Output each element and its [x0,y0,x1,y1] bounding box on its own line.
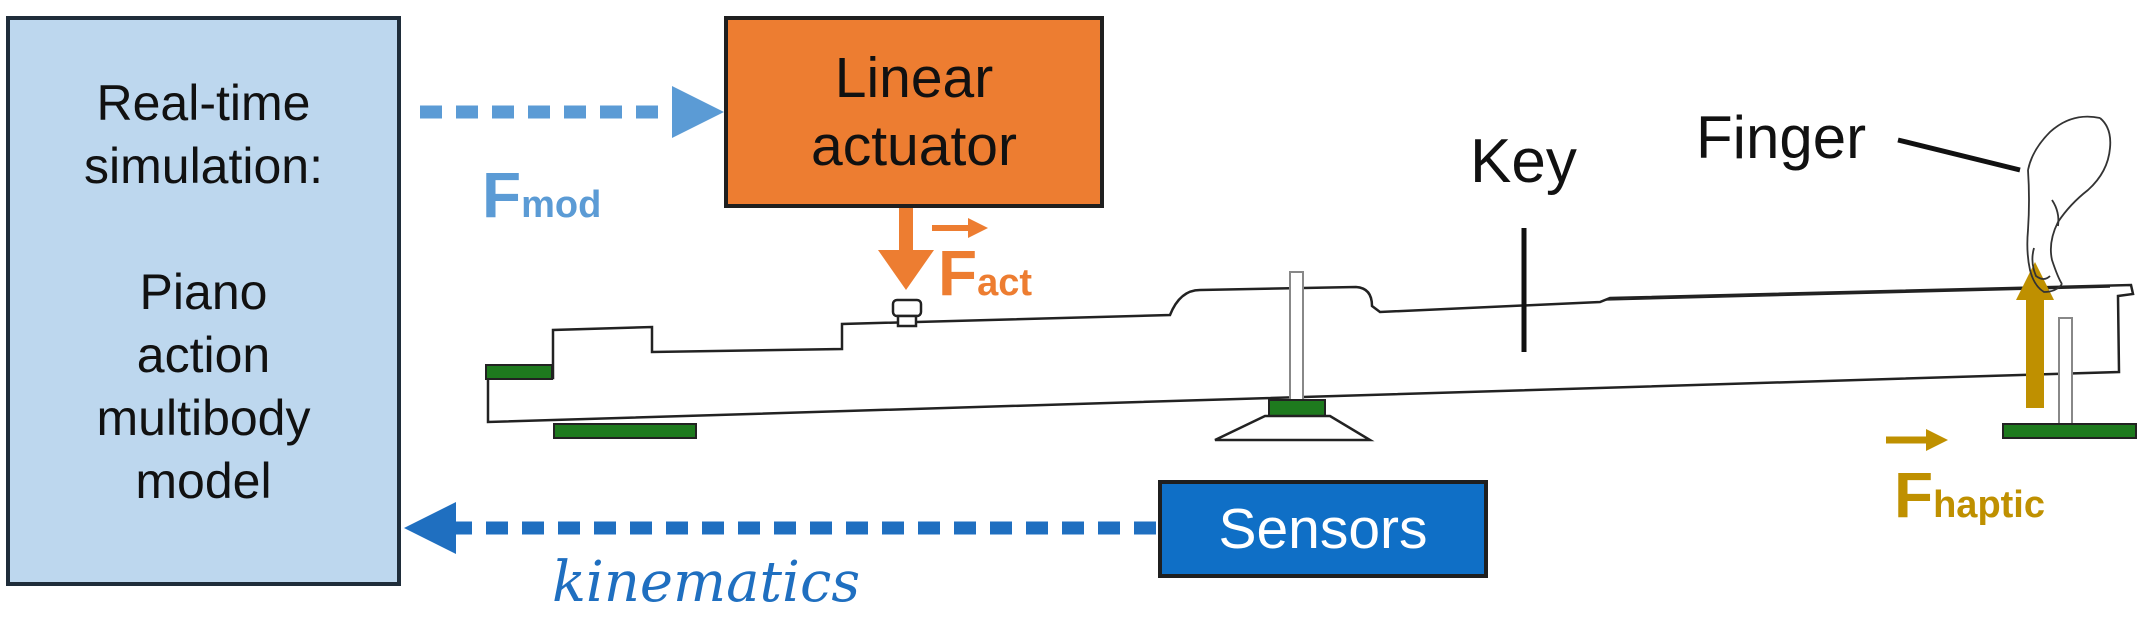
simulation-body: Piano action multibody model [97,261,311,513]
kinematics-label: kinematics [552,550,861,615]
simulation-line: multibody [96,390,311,446]
f-act-main: F [938,237,978,309]
balance-pin [1289,271,1304,403]
back-felt-top [485,364,553,380]
balance-felt [1268,399,1326,417]
finger-pointer-line [1897,137,2021,173]
f-haptic-main: F [1894,459,1934,531]
balance-rail [1214,414,1375,442]
f-act-vector-arrow [932,218,988,238]
f-mod-main: F [482,159,522,231]
finger-icon [2026,115,2112,293]
sensors-box: Sensors [1158,480,1488,578]
f-haptic-label: Fhaptic [1894,458,2045,532]
f-act-label: Fact [938,236,1032,310]
finger-label: Finger [1696,104,1867,171]
f-mod-label: Fmod [482,158,601,232]
actuator-line-1: Linear [834,46,994,110]
kinematics-arrow [404,502,1156,554]
simulation-line: model [135,453,272,509]
actuator-line-2: actuator [811,114,1017,178]
front-pin [2058,317,2073,425]
simulation-line: Piano [139,264,268,320]
capstan [891,298,923,328]
front-rail-felt [2002,423,2137,439]
back-rail-felt [553,423,697,439]
f-haptic-vector-arrow [1886,429,1948,451]
f-act-sub: act [977,262,1033,304]
f-mod-sub: mod [521,184,602,226]
simulation-line: action [136,327,271,383]
f-haptic-sub: haptic [1933,484,2045,526]
sensors-label: Sensors [1218,497,1428,561]
f-mod-arrow [420,86,724,138]
linear-actuator-box: Linear actuator [724,16,1104,208]
key-label: Key [1470,127,1577,196]
f-act-force-arrow [878,208,934,290]
